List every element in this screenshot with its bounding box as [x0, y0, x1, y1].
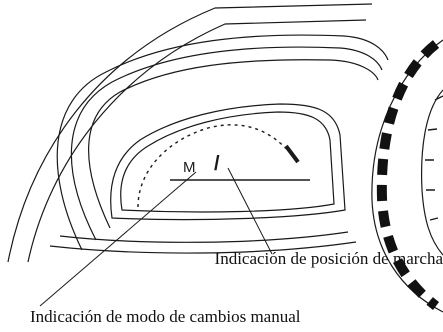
speedometer-inner-ring [421, 89, 443, 256]
bezel-outline-2 [27, 19, 367, 263]
bezel-outline-1 [7, 3, 373, 263]
speedometer-inner-ticks [425, 95, 443, 221]
display-window-frame [110, 103, 346, 221]
gear-callout-leader [227, 167, 273, 255]
display-bar-arc-end [284, 144, 300, 164]
display-bar-arc [137, 124, 297, 208]
mode-callout-leader [39, 171, 197, 307]
lower-console-line-2 [49, 241, 357, 254]
bezel-outline-5 [56, 34, 389, 251]
bezel-outline-4 [70, 46, 383, 241]
bezel-outline-3 [88, 59, 379, 229]
display-window-inner [120, 111, 335, 213]
gear-indicator: / [214, 153, 220, 175]
gear-position-label: Indicación de posición de marcha [214, 249, 443, 268]
mode-indicator: M [183, 159, 196, 176]
lower-console-line-1 [59, 231, 349, 243]
manual-mode-label: Indicación de modo de cambios manual [30, 307, 301, 326]
speedometer-scale-band [376, 40, 440, 310]
